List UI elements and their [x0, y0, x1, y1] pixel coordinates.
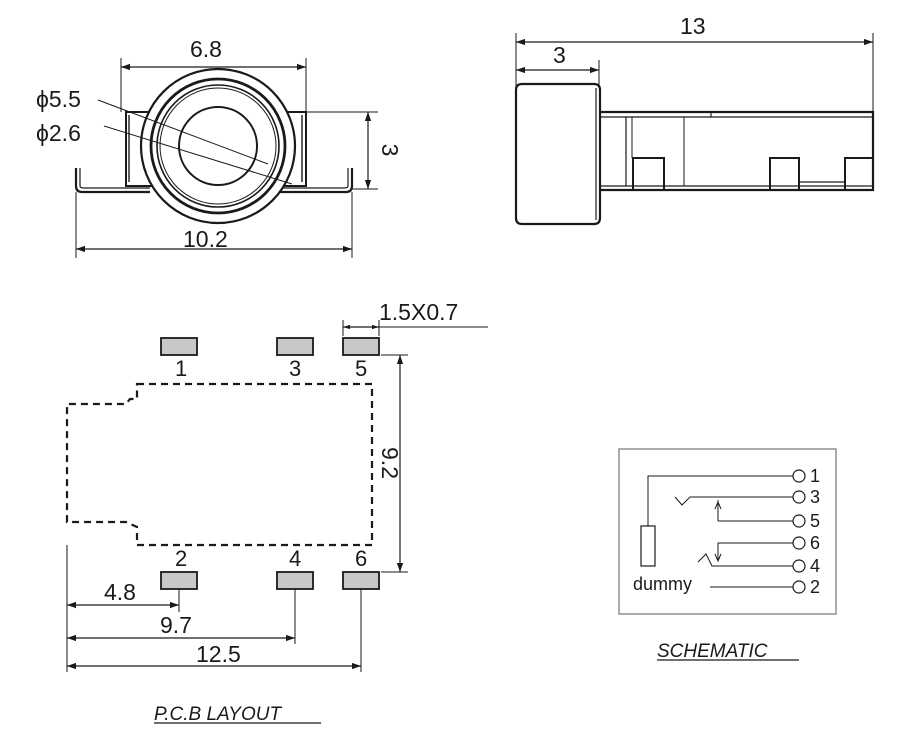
schematic-frame: [618, 448, 837, 615]
pad-4: [276, 571, 314, 590]
pad-5: [342, 337, 380, 356]
pad-2-label: 2: [175, 546, 187, 571]
side-flange: [514, 82, 602, 226]
front-right-terminal: [280, 168, 354, 194]
sch-pin-6: [792, 536, 806, 550]
pad-6: [342, 571, 380, 590]
sch-dummy-label: dummy: [633, 574, 692, 594]
side-view: [514, 33, 875, 226]
dim-outer-dia-label: ϕ5.5: [36, 86, 81, 112]
dim-b-label: 9.7: [160, 612, 192, 638]
sch-label-5: 5: [810, 511, 820, 531]
dim-width-label: 6.8: [190, 36, 222, 62]
pcb-layout: [65, 320, 488, 724]
schematic-caption: SCHEMATIC: [657, 641, 768, 662]
front-view: [74, 58, 378, 258]
side-terminal-2: [769, 157, 800, 191]
pad-1: [160, 337, 198, 356]
dim-height-label: 3: [377, 144, 403, 157]
sch-pin-3: [792, 490, 806, 504]
pcb-caption: P.C.B LAYOUT: [154, 704, 282, 725]
pcb-outline: [65, 382, 374, 547]
pad-6-label: 6: [355, 546, 367, 571]
pad-2: [160, 571, 198, 590]
sch-label-4: 4: [810, 556, 820, 576]
dim-flange-label: 3: [553, 42, 566, 68]
front-left-terminal: [74, 168, 150, 194]
dim-total-width-label: 10.2: [183, 226, 228, 252]
pad-3-label: 3: [289, 356, 301, 381]
side-terminal-1: [632, 157, 665, 191]
schematic: [618, 448, 837, 661]
sch-label-3: 3: [810, 487, 820, 507]
pad-size-label: 1.5X0.7: [379, 299, 458, 325]
sch-pin-4: [792, 559, 806, 573]
dim-inner-dia-label: ϕ2.6: [36, 120, 81, 146]
inner-bore: [178, 106, 258, 186]
sch-label-1: 1: [810, 466, 820, 486]
sch-label-2: 2: [810, 577, 820, 597]
sch-pin-2: [792, 580, 806, 594]
sch-pin-1: [792, 469, 806, 483]
sch-sleeve: [640, 525, 656, 567]
outer-ring: [139, 67, 297, 225]
pad-3: [276, 337, 314, 356]
dim-span-label: 9.2: [377, 447, 403, 479]
dim-a-label: 4.8: [104, 579, 136, 605]
dim-c-label: 12.5: [196, 641, 241, 667]
sch-pin-5: [792, 514, 806, 528]
sch-label-6: 6: [810, 533, 820, 553]
dim-length-label: 13: [680, 13, 706, 39]
pad-1-label: 1: [175, 356, 187, 381]
side-terminal-3: [844, 157, 874, 191]
side-body: [600, 110, 875, 192]
pad-5-label: 5: [355, 356, 367, 381]
pad-4-label: 4: [289, 546, 301, 571]
